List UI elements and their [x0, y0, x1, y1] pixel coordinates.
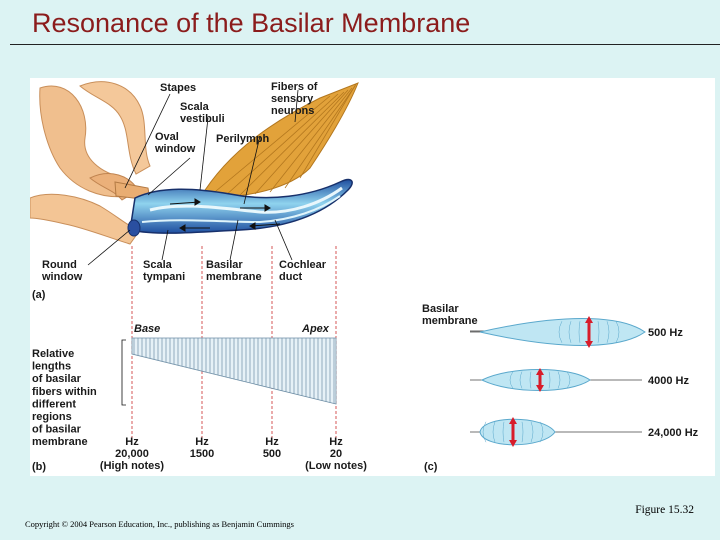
panel-a-labels: Stapes Scala vestibuli Oval window Peril… [32, 81, 327, 301]
freq-tick-value: 500 [263, 448, 281, 460]
label-scala-vestibuli-2: vestibuli [180, 113, 225, 125]
membrane-shape [479, 418, 556, 446]
label-round-window: Round [42, 259, 77, 271]
vibration-profile-row: 24,000 Hz [470, 417, 699, 447]
side-label-line: of basilar [32, 373, 82, 385]
membrane-shape [479, 318, 646, 346]
freq-tick-note: (Low notes) [305, 460, 367, 472]
label-basilar-membrane: Basilar [206, 259, 243, 271]
freq-tick-value: 20 [330, 448, 342, 460]
side-label-line: membrane [32, 436, 88, 448]
freq-tick-note: (High notes) [100, 460, 164, 472]
membrane-shape [480, 369, 591, 391]
side-label-line: of basilar [32, 424, 82, 436]
copyright-notice: Copyright © 2004 Pearson Education, Inc.… [25, 519, 294, 529]
bracket [121, 339, 126, 406]
label-stapes: Stapes [160, 82, 196, 94]
side-label-line: fibers within [32, 386, 97, 398]
frequency-label: 24,000 Hz [648, 427, 699, 439]
label-fibers-of-sensory-neurons: Fibers of [271, 81, 318, 93]
side-label-line: regions [32, 411, 72, 423]
panel-c-label: (c) [424, 461, 438, 473]
vibration-arrow [536, 368, 544, 392]
label-round-window-2: window [41, 271, 83, 283]
title-divider [10, 44, 720, 45]
vibration-profile-row: 4000 Hz [470, 368, 689, 392]
panel-c-membrane-label-2: membrane [422, 315, 478, 327]
freq-tick-unit: Hz [195, 436, 209, 448]
side-label-line: lengths [32, 361, 71, 373]
label-fibers-2: sensory [271, 93, 314, 105]
figure-15-32: Stapes Scala vestibuli Oval window Peril… [30, 81, 699, 473]
label-scala-vestibuli: Scala [180, 101, 210, 113]
perilymph-flow-arrows [169, 198, 281, 232]
freq-tick-unit: Hz [265, 436, 279, 448]
neuron-fiber-strokes [209, 83, 357, 197]
label-fibers-3: neurons [271, 105, 314, 117]
figure-caption: Figure 15.32 [635, 504, 694, 516]
apex-label: Apex [301, 323, 330, 335]
vibration-profiles: 500 Hz 4000 Hz 24,000 Hz [470, 316, 699, 447]
label-oval-window-2: window [154, 143, 196, 155]
vibration-arrow [509, 417, 517, 447]
panel-b-label: (b) [32, 461, 46, 473]
vibration-profile-row: 500 Hz [470, 316, 683, 348]
slide-title: Resonance of the Basilar Membrane [32, 8, 471, 38]
freq-tick-unit: Hz [125, 436, 139, 448]
freq-tick-value: 20,000 [115, 448, 149, 460]
basilar-fiber-wedge [131, 337, 337, 405]
base-label: Base [134, 323, 160, 335]
label-oval-window: Oval [155, 131, 179, 143]
frequency-label: 4000 Hz [648, 375, 689, 387]
label-perilymph: Perilymph [216, 133, 269, 145]
figure-area: Stapes Scala vestibuli Oval window Peril… [30, 78, 715, 476]
label-cochlear-duct: Cochlear [279, 259, 327, 271]
panel-a-leader-lines [87, 89, 299, 266]
freq-tick-unit: Hz [329, 436, 343, 448]
freq-tick-value: 1500 [190, 448, 214, 460]
panel-a-label: (a) [32, 289, 46, 301]
panel-c-membrane-label: Basilar [422, 303, 459, 315]
vibration-arrow [585, 316, 593, 348]
label-cochlear-duct-2: duct [279, 271, 303, 283]
side-label-line: Relative [32, 348, 74, 360]
label-scala-tympani: Scala [143, 259, 173, 271]
cochlea-illustration [30, 81, 359, 245]
label-basilar-membrane-2: membrane [206, 271, 262, 283]
label-scala-tympani-2: tympani [143, 271, 185, 283]
side-label-line: different [32, 398, 76, 410]
frequency-label: 500 Hz [648, 327, 683, 339]
